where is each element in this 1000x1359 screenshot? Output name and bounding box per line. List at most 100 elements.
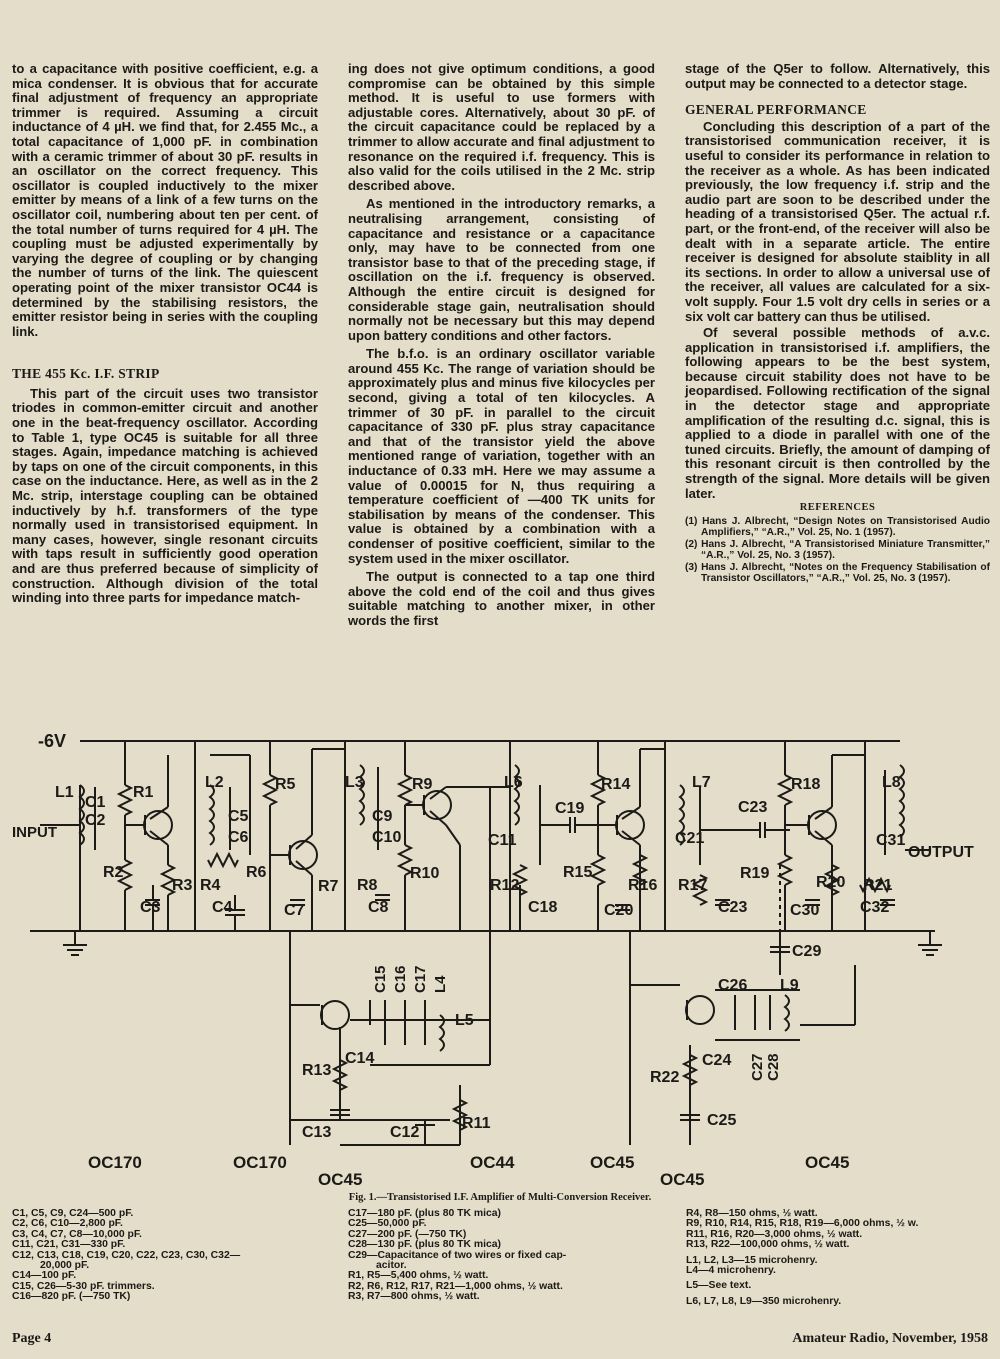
label-R11: R11 [462,1115,491,1132]
output-label: OUTPUT [908,844,974,861]
parts-line: C17—180 pF. (plus 80 TK mica) [348,1208,502,1219]
paragraph: The output is connected to a tap one thi… [348,569,655,628]
label-C24: C24 [702,1052,731,1069]
label-R6: R6 [246,864,267,881]
parts-line: C15, C26—5-30 pF. trimmers. [12,1280,155,1292]
label-C15: C15 [372,965,389,993]
figure-caption: Fig. 1.—Transistorised I.F. Amplifier of… [348,1192,652,1203]
label-R19: R19 [740,865,769,882]
label-C4: C4 [212,899,233,916]
parts-list-3: R4, R8—150 ohms, ½ watt. R9, R10, R14, R… [686,1208,996,1307]
label-C17: C17 [412,965,429,993]
label-C7: C7 [284,902,305,919]
label-C2: C2 [85,812,106,829]
label-C19: C19 [555,800,584,817]
parts-line: R3, R7—800 ohms, ½ watt. [348,1291,480,1303]
label-C10: C10 [372,829,401,846]
label-R15: R15 [563,864,592,881]
label-C23-upper: C23 [738,799,767,816]
label-C26: C26 [718,977,747,994]
label-C32: C32 [860,899,889,916]
references-list: (1) Hans J. Albrecht, “Design Notes on T… [685,516,990,584]
label-C8: C8 [368,899,389,916]
label-C14: C14 [345,1050,374,1067]
parts-line: C14—100 pF. [12,1270,77,1282]
label-C3: C3 [140,899,161,916]
paragraph: The b.f.o. is an ordinary oscillator var… [348,346,655,566]
section-heading-general-performance: GENERAL PERFORMANCE [685,102,867,118]
label-C21: C21 [675,830,704,847]
transistor-label: OC44 [470,1153,515,1172]
parts-line: R1, R5—5,400 ohms, ½ watt. [348,1270,489,1282]
parts-line: L5—See text. [686,1280,752,1292]
text-column-2: ing does not give optimum conditions, a … [348,61,655,629]
label-L9: L9 [780,977,799,994]
parts-line: C29—Capacitance of two wires or fixed ca… [348,1249,567,1261]
parts-line: C25—50,000 pF. [348,1218,427,1230]
paragraph: This part of the circuit uses two transi… [12,385,318,606]
label-L1: L1 [55,784,74,801]
parts-line: C1, C5, C9, C24—500 pF. [12,1208,134,1219]
parts-line: L6, L7, L8, L9—350 microhenry. [686,1295,842,1307]
label-R8: R8 [357,877,378,894]
transistor-label: OC45 [590,1153,634,1172]
label-L5: L5 [455,1012,474,1029]
parts-line: C12, C13, C18, C19, C20, C22, C23, C30, … [12,1249,241,1261]
parts-line: C27—200 pF. (—750 TK) [348,1228,467,1240]
parts-line: acitor. [376,1260,407,1272]
transistor-label: OC45 [660,1170,704,1189]
circuit-schematic: -6V INPUT OUTPUT L1 C1 C2 R1 R2 C3 R3 L2… [12,731,974,1189]
label-C11: C11 [488,832,517,849]
paragraph: to a capacitance with positive coefficie… [12,61,318,339]
label-C25: C25 [707,1112,736,1129]
parts-line: C16—820 pF. (—750 TK) [12,1291,131,1303]
parts-line: R13, R22—100,000 ohms, ½ watt. [686,1239,850,1251]
paragraph: stage of the Q5er to follow. Alternative… [685,61,990,91]
references-heading: REFERENCES [799,502,876,514]
parts-line: C11, C21, C31—330 pF. [12,1239,126,1251]
label-L7: L7 [692,774,711,791]
label-C6: C6 [228,829,249,846]
reference-item: (1) Hans J. Albrecht, “Design Notes on T… [685,515,990,538]
parts-line: C3, C4, C7, C8—10,000 pF. [12,1228,142,1240]
paragraph: Concluding this description of a part of… [685,118,990,324]
label-C13: C13 [302,1124,331,1141]
label-C28: C28 [765,1053,782,1081]
label-R3: R3 [172,877,193,894]
supply-label: -6V [38,731,66,751]
label-C12: C12 [390,1124,419,1141]
label-R2: R2 [103,864,124,881]
section-heading-if-strip: THE 455 Kc. I.F. STRIP [12,366,160,382]
label-C29: C29 [792,943,821,960]
parts-line: R4, R8—150 ohms, ½ watt. [686,1208,818,1219]
label-R10: R10 [410,865,439,882]
parts-line: R9, R10, R14, R15, R18, R19—6,000 ohms, … [686,1218,919,1230]
label-C27: C27 [749,1053,766,1081]
label-R17: R17 [678,877,707,894]
label-R7: R7 [318,878,339,895]
reference-item: (3) Hans J. Albrecht, “Notes on the Freq… [685,561,990,584]
label-C31: C31 [876,832,905,849]
label-R18: R18 [791,776,820,793]
text-column-3: stage of the Q5er to follow. Alternative… [685,61,990,585]
label-R16: R16 [628,877,657,894]
label-L6: L6 [504,774,523,791]
parts-line: L1, L2, L3—15 microhenry. [686,1254,818,1266]
label-C9: C9 [372,808,393,825]
label-R1: R1 [133,784,154,801]
transistor-label: OC45 [318,1170,362,1189]
label-R20: R20 [816,874,845,891]
label-R4: R4 [200,877,221,894]
label-R12: R12 [490,877,519,894]
parts-list-1: C1, C5, C9, C24—500 pF. C2, C6, C10—2,80… [12,1208,332,1303]
label-C20: C20 [604,902,633,919]
label-L4: L4 [432,975,449,993]
transistor-label: OC170 [233,1153,287,1172]
label-R14: R14 [601,776,630,793]
parts-line: C2, C6, C10—2,800 pF. [12,1218,123,1230]
transistor-label: OC45 [805,1153,849,1172]
parts-line: L4—4 microhenry. [686,1265,776,1277]
reference-item: (2) Hans J. Albrecht, “A Transistorised … [685,538,990,561]
label-C23-lower: C23 [718,899,747,916]
